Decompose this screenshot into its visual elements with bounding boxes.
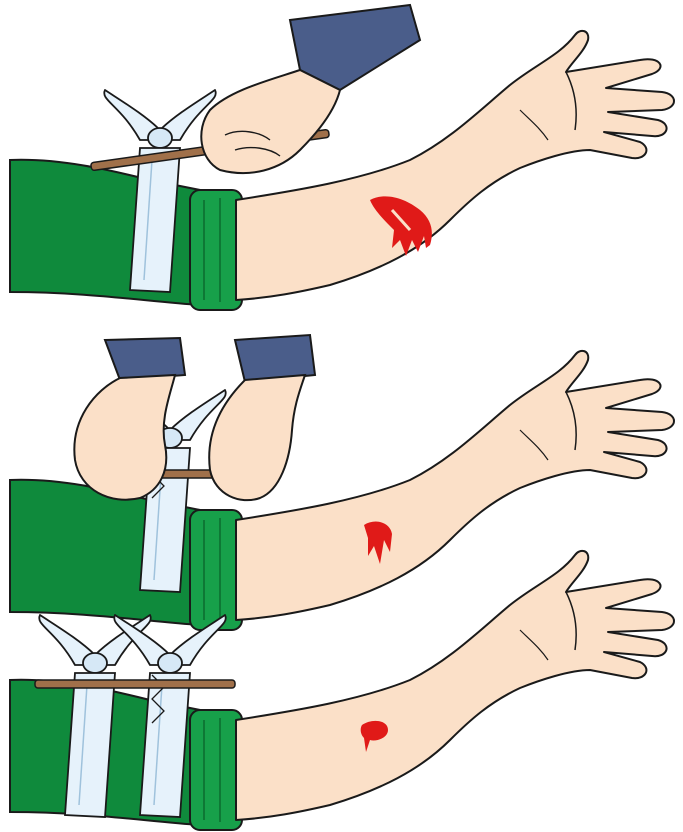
step-2-arm <box>236 351 674 620</box>
step-1-helper-hand <box>201 5 420 173</box>
step-3-windlass-stick <box>35 680 235 688</box>
step-1-panel <box>10 5 674 310</box>
step-1-sleeve <box>10 160 242 310</box>
step-2-panel <box>10 335 674 630</box>
step-3-sleeve <box>10 680 242 830</box>
step-2-sleeve <box>10 480 242 630</box>
step-2-right-hand <box>209 335 315 500</box>
